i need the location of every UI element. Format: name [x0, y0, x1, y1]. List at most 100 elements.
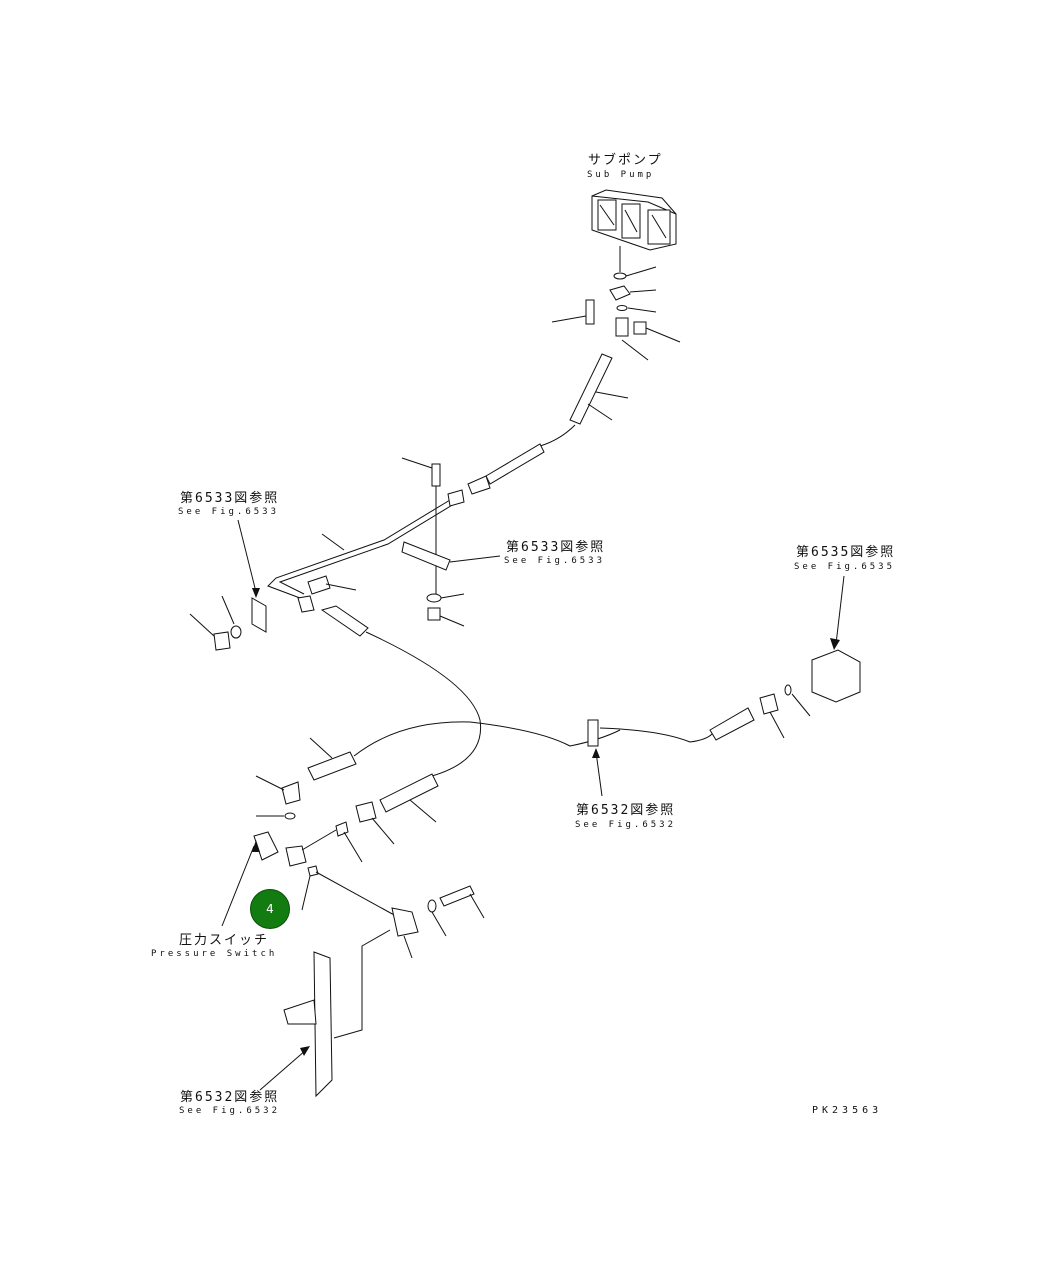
ref-6532-b-en: See Fig.6532: [179, 1106, 281, 1116]
tube-fitting: [447, 489, 465, 507]
leader-line: [439, 615, 465, 627]
part-callout-4[interactable]: 4: [250, 889, 290, 929]
ref-6533-b-en: See Fig.6533: [504, 556, 606, 566]
leader-line: [301, 875, 311, 911]
leader-line: [621, 339, 649, 361]
hose-fitting-d: [307, 751, 357, 781]
ref-6532-a-jp: 第6532図参照: [576, 803, 676, 818]
sub-pump: [591, 189, 677, 251]
connector: [297, 595, 315, 613]
connect-line: [315, 871, 397, 917]
hose-fitting-e: [709, 707, 755, 741]
leader-line: [769, 711, 785, 739]
hose-long: [365, 631, 482, 777]
o-ring-2: [616, 305, 628, 311]
leader-line: [625, 266, 657, 277]
callout-number: 4: [266, 902, 274, 916]
bolt-lower: [439, 885, 475, 907]
flange: [609, 285, 631, 301]
leader-line: [309, 737, 333, 759]
valve-6535: [811, 649, 861, 703]
leader-line: [325, 583, 357, 591]
hose-bend: [539, 424, 576, 447]
ref-6533-b-jp: 第6533図参照: [506, 540, 606, 555]
ref-6532-b-jp: 第6532図参照: [180, 1090, 280, 1105]
bolt: [585, 299, 595, 325]
hose-right: [353, 721, 621, 757]
leader-line: [343, 831, 363, 863]
leader-line: [791, 693, 811, 717]
o-ring-1: [613, 272, 627, 280]
leader-line: [595, 391, 629, 399]
elbow-fitting: [615, 317, 629, 337]
tube-outline: [278, 503, 455, 595]
arrow-head: [592, 748, 600, 758]
elbow-left: [281, 781, 301, 805]
bracket-arm: [283, 999, 317, 1025]
o-ring-6: [784, 684, 792, 696]
nut-a: [467, 475, 491, 495]
ref-6535-en: See Fig.6535: [794, 562, 896, 572]
hose-fitting-a: [485, 443, 545, 485]
ref-leader: [449, 555, 501, 563]
bracket-link: [333, 929, 391, 1039]
hose-fitting-b: [320, 605, 369, 637]
leader-line: [409, 799, 437, 823]
arrow-head: [252, 588, 260, 598]
leader-line: [403, 935, 413, 959]
arrow-head: [300, 1046, 310, 1056]
leader-line: [469, 893, 485, 919]
ps-arrow: [221, 845, 255, 927]
leader-line: [627, 307, 657, 313]
tube: [267, 499, 451, 599]
arrow-head: [830, 638, 840, 650]
leader-line: [440, 593, 465, 599]
lower-bracket: [313, 951, 333, 1098]
adapter: [355, 801, 377, 823]
leader-line: [321, 533, 345, 551]
washer-lower: [427, 899, 437, 913]
nut: [427, 607, 441, 621]
ref-6533-a-jp: 第6533図参照: [180, 491, 280, 506]
drawing-code: PK23563: [812, 1105, 883, 1116]
hose-upper: [569, 353, 613, 425]
ref-arrow-6532-a: [595, 751, 603, 797]
elbow-upper: [307, 575, 331, 595]
washer: [426, 593, 442, 603]
tee-block: [285, 845, 307, 867]
ref-arrow-6535: [835, 575, 845, 645]
washer-left: [230, 625, 242, 639]
ref-6535-jp: 第6535図参照: [796, 545, 896, 560]
clamp-right: [587, 719, 599, 747]
o-ring-4: [284, 812, 296, 820]
ref-6532-a-en: See Fig.6532: [575, 820, 677, 830]
clamp-upper: [431, 463, 441, 487]
leader-line: [645, 327, 681, 343]
pressure-switch-en: Pressure Switch: [151, 949, 278, 959]
leader-line: [587, 403, 613, 421]
leader-line: [221, 595, 235, 625]
leader-line: [371, 817, 395, 845]
leader-line: [401, 457, 433, 469]
ref-6533-a-en: See Fig.6533: [178, 507, 280, 517]
nut-left: [213, 631, 231, 651]
leader-line: [629, 289, 657, 293]
bracket-upper: [401, 541, 451, 571]
pressure-switch-jp: 圧力スイッチ: [179, 933, 270, 948]
o-ring-5: [307, 865, 319, 877]
valve-block: [391, 907, 419, 937]
leader-line: [255, 775, 285, 791]
o-ring-3: [335, 821, 349, 837]
arrow-head: [252, 840, 260, 852]
ref-arrow-6533: [237, 519, 257, 593]
leader-line: [301, 829, 337, 851]
leader-line: [189, 613, 215, 637]
adapter-right: [759, 693, 779, 715]
bracket-plate: [251, 597, 267, 633]
ref-arrow-6532: [259, 1049, 307, 1091]
sub-pump-label-jp: サブポンプ: [588, 153, 663, 168]
plug: [633, 321, 647, 335]
sub-pump-label-en: Sub Pump: [587, 170, 655, 180]
